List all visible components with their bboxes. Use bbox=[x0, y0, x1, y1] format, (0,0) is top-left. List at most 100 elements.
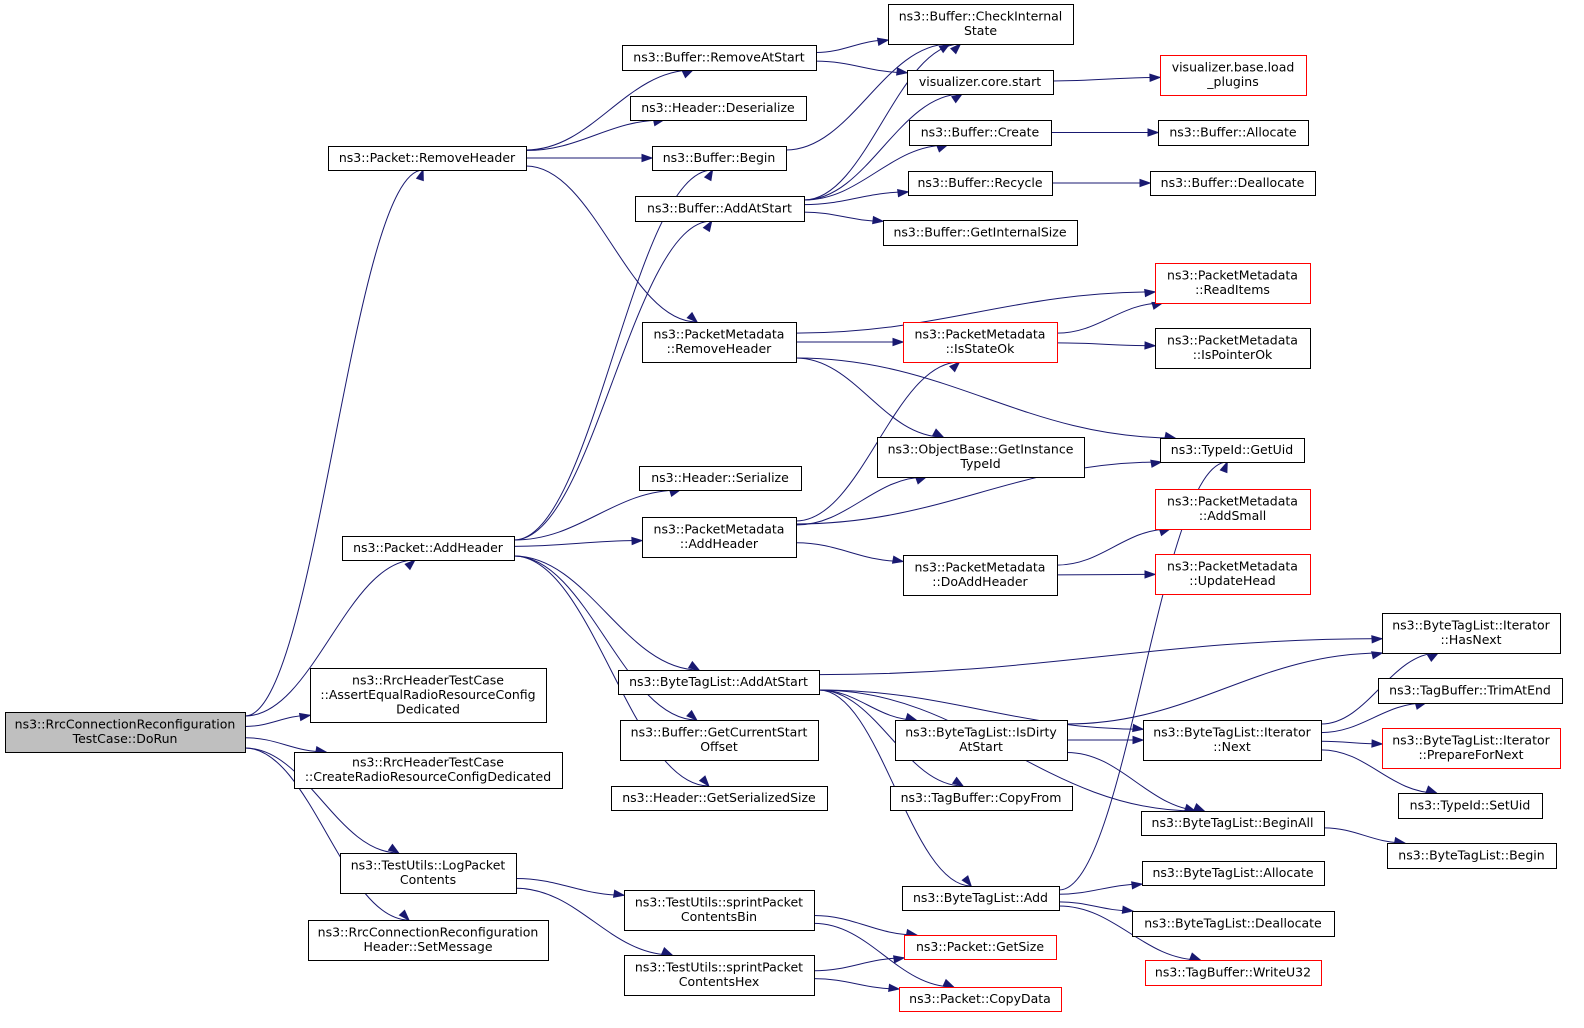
node-pmAddSmall[interactable]: ns3::PacketMetadata::AddSmall bbox=[1155, 489, 1311, 530]
node-box[interactable] bbox=[903, 555, 1058, 596]
node-box[interactable] bbox=[5, 712, 246, 753]
node-pmAddHeader[interactable]: ns3::PacketMetadata::AddHeader bbox=[642, 517, 797, 558]
node-box[interactable] bbox=[903, 322, 1058, 363]
node-box[interactable] bbox=[888, 4, 1074, 45]
node-box[interactable] bbox=[1382, 613, 1561, 654]
node-box[interactable] bbox=[1155, 328, 1311, 369]
node-box[interactable] bbox=[340, 853, 517, 894]
node-btlAdd[interactable]: ns3::ByteTagList::Add bbox=[902, 886, 1060, 911]
node-box[interactable] bbox=[902, 886, 1060, 911]
node-bufRecycle[interactable]: ns3::Buffer::Recycle bbox=[908, 171, 1053, 196]
node-bufRemoveAtStart[interactable]: ns3::Buffer::RemoveAtStart bbox=[622, 45, 817, 71]
node-box[interactable] bbox=[1150, 171, 1316, 196]
node-btlIterHasNext[interactable]: ns3::ByteTagList::Iterator::HasNext bbox=[1382, 613, 1561, 654]
node-box[interactable] bbox=[877, 437, 1085, 478]
node-doRun[interactable]: ns3::RrcConnectionReconfigurationTestCas… bbox=[5, 712, 246, 753]
node-bufAddAtStart[interactable]: ns3::Buffer::AddAtStart bbox=[635, 196, 805, 222]
node-pmIsPointerOk[interactable]: ns3::PacketMetadata::IsPointerOk bbox=[1155, 328, 1311, 369]
node-box[interactable] bbox=[1398, 793, 1543, 819]
node-box[interactable] bbox=[611, 786, 828, 811]
node-btlAddAtStart[interactable]: ns3::ByteTagList::AddAtStart bbox=[618, 670, 820, 695]
node-box[interactable] bbox=[1155, 489, 1311, 530]
node-pktCopyData[interactable]: ns3::Packet::CopyData bbox=[899, 987, 1062, 1012]
node-btlIterPrepare[interactable]: ns3::ByteTagList::Iterator::PrepareForNe… bbox=[1382, 728, 1561, 769]
node-box[interactable] bbox=[883, 220, 1078, 246]
node-box[interactable] bbox=[642, 517, 797, 558]
node-box[interactable] bbox=[1387, 843, 1557, 869]
node-box[interactable] bbox=[1155, 263, 1311, 304]
node-box[interactable] bbox=[630, 96, 807, 121]
node-typeIdGetUid[interactable]: ns3::TypeId::GetUid bbox=[1160, 438, 1305, 463]
node-box[interactable] bbox=[908, 171, 1053, 196]
node-vizLoadPlugins[interactable]: visualizer.base.load_plugins bbox=[1160, 55, 1307, 96]
node-box[interactable] bbox=[639, 466, 802, 491]
node-box[interactable] bbox=[1132, 911, 1335, 937]
node-pmRemoveHeader[interactable]: ns3::PacketMetadata::RemoveHeader bbox=[642, 322, 797, 363]
node-typeIdSetUid[interactable]: ns3::TypeId::SetUid bbox=[1398, 793, 1543, 819]
node-addHeader[interactable]: ns3::Packet::AddHeader bbox=[342, 536, 515, 561]
node-box[interactable] bbox=[1142, 861, 1325, 886]
node-pmDoAddHeader[interactable]: ns3::PacketMetadata::DoAddHeader bbox=[903, 555, 1058, 596]
node-box[interactable] bbox=[642, 322, 797, 363]
node-btlAllocate[interactable]: ns3::ByteTagList::Allocate bbox=[1142, 861, 1325, 886]
node-box[interactable] bbox=[310, 668, 547, 723]
node-box[interactable] bbox=[618, 670, 820, 695]
node-box[interactable] bbox=[622, 45, 817, 71]
node-bufBegin[interactable]: ns3::Buffer::Begin bbox=[652, 146, 787, 171]
node-pmReadItems[interactable]: ns3::PacketMetadata::ReadItems bbox=[1155, 263, 1311, 304]
node-box[interactable] bbox=[909, 120, 1052, 146]
node-btlBegin[interactable]: ns3::ByteTagList::Begin bbox=[1387, 843, 1557, 869]
node-pmIsStateOk[interactable]: ns3::PacketMetadata::IsStateOk bbox=[903, 322, 1058, 363]
node-box[interactable] bbox=[328, 146, 527, 171]
node-box[interactable] bbox=[1382, 728, 1561, 769]
node-bufCreate[interactable]: ns3::Buffer::Create bbox=[909, 120, 1052, 146]
node-box[interactable] bbox=[1160, 55, 1307, 96]
node-box[interactable] bbox=[308, 920, 549, 961]
node-box[interactable] bbox=[890, 786, 1073, 811]
node-box[interactable] bbox=[899, 987, 1062, 1012]
node-box[interactable] bbox=[624, 955, 815, 996]
node-box[interactable] bbox=[342, 536, 515, 561]
node-removeHeader[interactable]: ns3::Packet::RemoveHeader bbox=[328, 146, 527, 171]
node-box[interactable] bbox=[635, 196, 805, 222]
node-vizCoreStart[interactable]: visualizer.core.start bbox=[907, 70, 1054, 95]
node-assertEqual[interactable]: ns3::RrcHeaderTestCase::AssertEqualRadio… bbox=[310, 668, 547, 723]
node-box[interactable] bbox=[1145, 960, 1322, 986]
node-bufAllocate[interactable]: ns3::Buffer::Allocate bbox=[1158, 120, 1309, 146]
node-box[interactable] bbox=[1160, 438, 1305, 463]
node-tbCopyFrom[interactable]: ns3::TagBuffer::CopyFrom bbox=[890, 786, 1073, 811]
node-box[interactable] bbox=[652, 146, 787, 171]
node-btlBeginAll[interactable]: ns3::ByteTagList::BeginAll bbox=[1141, 811, 1325, 836]
node-headerGetSerSize[interactable]: ns3::Header::GetSerializedSize bbox=[611, 786, 828, 811]
node-setMessage[interactable]: ns3::RrcConnectionReconfigurationHeader:… bbox=[308, 920, 549, 961]
node-box[interactable] bbox=[1141, 811, 1325, 836]
node-btlIterNext[interactable]: ns3::ByteTagList::Iterator::Next bbox=[1143, 720, 1322, 761]
node-box[interactable] bbox=[1158, 120, 1309, 146]
node-box[interactable] bbox=[294, 752, 563, 789]
node-tbWriteU32[interactable]: ns3::TagBuffer::WriteU32 bbox=[1145, 960, 1322, 986]
node-box[interactable] bbox=[895, 720, 1068, 761]
node-bufDeallocate[interactable]: ns3::Buffer::Deallocate bbox=[1150, 171, 1316, 196]
node-box[interactable] bbox=[1155, 554, 1311, 595]
node-tbTrimAtEnd[interactable]: ns3::TagBuffer::TrimAtEnd bbox=[1378, 678, 1563, 704]
node-box[interactable] bbox=[1143, 720, 1322, 761]
node-pmUpdateHead[interactable]: ns3::PacketMetadata::UpdateHead bbox=[1155, 554, 1311, 595]
node-headerSerialize[interactable]: ns3::Header::Serialize bbox=[639, 466, 802, 491]
node-box[interactable] bbox=[624, 890, 815, 931]
node-box[interactable] bbox=[904, 935, 1057, 960]
node-createRadio[interactable]: ns3::RrcHeaderTestCase::CreateRadioResou… bbox=[294, 752, 563, 789]
node-box[interactable] bbox=[907, 70, 1054, 95]
node-btlDeallocate[interactable]: ns3::ByteTagList::Deallocate bbox=[1132, 911, 1335, 937]
node-box[interactable] bbox=[620, 720, 819, 761]
node-headerDeserialize[interactable]: ns3::Header::Deserialize bbox=[630, 96, 807, 121]
node-box[interactable] bbox=[1378, 678, 1563, 704]
node-bufGetInternalSize[interactable]: ns3::Buffer::GetInternalSize bbox=[883, 220, 1078, 246]
node-pktGetSize[interactable]: ns3::Packet::GetSize bbox=[904, 935, 1057, 960]
